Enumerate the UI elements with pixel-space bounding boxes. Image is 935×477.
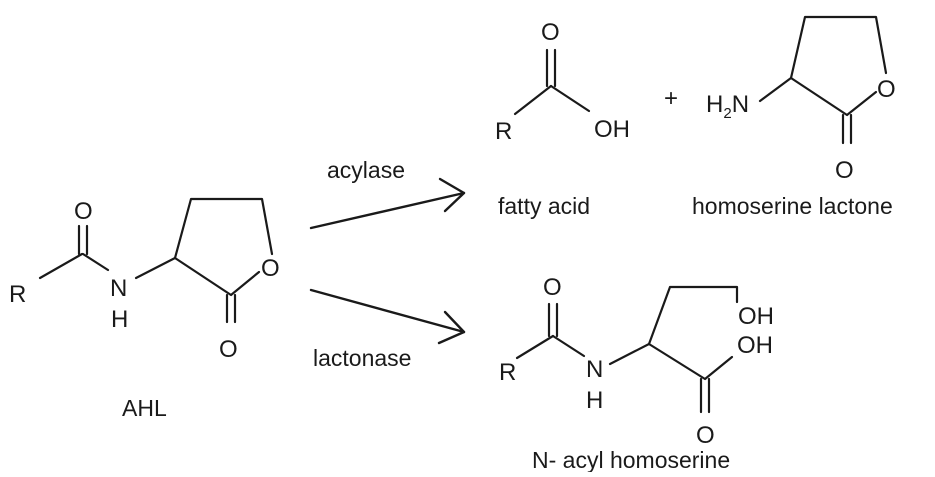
ahl-nitrogen-ring-bond bbox=[134, 256, 177, 280]
fatty-acid-hydroxyl: OH bbox=[594, 116, 630, 143]
ahl-structure: R O N H O O AHL bbox=[9, 197, 280, 421]
nah-side-chain-hydroxyl: OH bbox=[738, 303, 774, 330]
homoserine-lactone-label: homoserine lactone bbox=[692, 193, 893, 219]
lactonase-arrow-shaft bbox=[309, 288, 466, 334]
ahl-r-carbon-bond bbox=[38, 252, 84, 280]
lactonase-label: lactonase bbox=[313, 345, 411, 371]
nah-nitrogen-hydrogen: H bbox=[586, 387, 603, 414]
nah-carbon-nitrogen-bond bbox=[551, 334, 586, 358]
ahl-ring-upper bbox=[173, 197, 274, 260]
fatty-acid-structure: R O OH fatty acid bbox=[495, 19, 630, 219]
nah-side-chain bbox=[647, 285, 739, 346]
nah-nitrogen-alpha-bond bbox=[608, 342, 651, 366]
hsl-ring-oxygen: O bbox=[877, 76, 896, 103]
plus-sign: + bbox=[664, 85, 678, 112]
nah-r-carbon-bond bbox=[515, 334, 555, 360]
nah-carboxyl-oxygen: O bbox=[696, 422, 715, 449]
fatty-acid-r-carbon-bond bbox=[513, 84, 553, 116]
ahl-ring-carbonyl-oxygen: O bbox=[219, 336, 238, 363]
nah-nitrogen: N bbox=[586, 356, 603, 383]
hsl-amine-hydrogen: H bbox=[706, 91, 723, 118]
hsl-amine-ring-bond bbox=[758, 76, 793, 103]
fatty-acid-carbon-oh-bond bbox=[549, 84, 591, 113]
ahl-label: AHL bbox=[122, 395, 167, 421]
ahl-nitrogen: N bbox=[110, 275, 127, 302]
fatty-acid-r-atom: R bbox=[495, 118, 512, 145]
hsl-ring-lower bbox=[789, 76, 878, 117]
nah-carboxyl-bond bbox=[647, 342, 734, 381]
homoserine-lactone-structure: H2N O O homoserine lactone bbox=[692, 15, 896, 219]
hsl-ring-upper bbox=[789, 15, 888, 80]
n-acyl-homoserine-label: N- acyl homoserine bbox=[532, 447, 730, 472]
acylase-arrow-shaft bbox=[309, 191, 466, 230]
acylase-arrow-head bbox=[438, 177, 466, 213]
lactonase-arrow bbox=[309, 288, 466, 345]
hsl-amine-group: H2N bbox=[706, 91, 749, 122]
ahl-carbon-nitrogen-bond bbox=[81, 252, 110, 272]
ahl-ring-lower bbox=[173, 256, 261, 297]
acylase-arrow bbox=[309, 177, 466, 230]
nah-r-atom: R bbox=[499, 359, 516, 386]
n-acyl-homoserine-structure: R O N H OH OH O N- acyl homoserine bbox=[499, 274, 774, 473]
ahl-r-atom: R bbox=[9, 281, 26, 308]
fatty-acid-label: fatty acid bbox=[498, 193, 590, 219]
hsl-ring-carbonyl-oxygen: O bbox=[835, 157, 854, 184]
ahl-nitrogen-hydrogen: H bbox=[111, 306, 128, 333]
fatty-acid-carbonyl-oxygen: O bbox=[541, 19, 560, 46]
nah-carboxyl-hydroxyl: OH bbox=[737, 332, 773, 359]
acylase-label: acylase bbox=[327, 157, 405, 183]
nah-carbonyl-oxygen: O bbox=[543, 274, 562, 301]
ahl-carbonyl-oxygen: O bbox=[74, 198, 93, 225]
hsl-amine-subscript: 2 bbox=[723, 105, 731, 122]
ahl-ring-oxygen: O bbox=[261, 255, 280, 282]
hsl-amine-nitrogen: N bbox=[732, 91, 749, 118]
lactonase-arrow-head bbox=[437, 310, 466, 345]
